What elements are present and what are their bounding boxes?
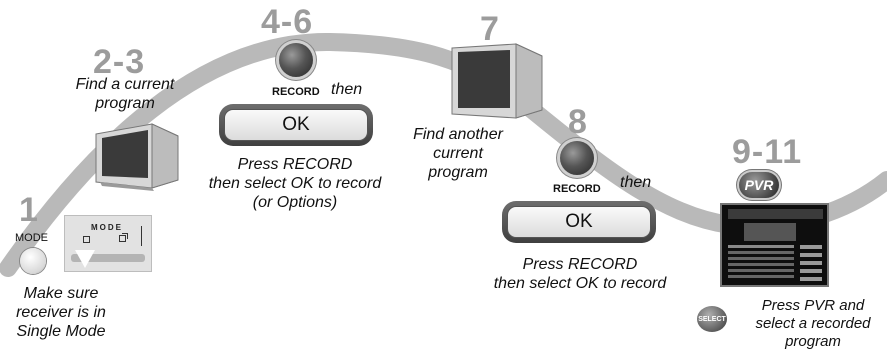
screen-header-bar [728,209,823,219]
caption-find-current: Find a current program [75,76,175,112]
mode-panel-label: MODE [91,223,123,232]
caption-press-record: Press RECORD then select OK to record [493,256,667,292]
screen-list-row [728,245,794,248]
mode-label: MODE [15,232,48,244]
ok-button-1-label: OK [224,109,368,141]
ok-button-1[interactable]: OK [219,104,373,146]
step-number-9-11: 9-11 [732,133,803,171]
mode-divider [141,226,142,246]
mode-slider-pointer [75,250,95,268]
record-button-1[interactable] [279,43,313,77]
screen-side-button [800,253,822,257]
select-button[interactable]: SELECT [697,306,727,332]
step-number-8: 8 [568,103,588,141]
ok-button-2-label: OK [507,206,651,238]
mode-button[interactable] [20,248,46,274]
mode-slider-track [71,254,145,262]
screen-list-row [728,263,794,266]
mode-dual-icon-back [122,233,128,239]
caption-press-record-options: Press RECORD then select OK to record (o… [208,156,382,211]
tv-icon-current [95,123,179,191]
caption-single-mode: Make sure receiver is in Single Mode [16,285,106,340]
tv-icon-another [451,43,543,119]
screen-side-button [800,261,822,265]
step-number-4-6: 4-6 [261,3,314,41]
then-label-1: then [331,81,363,98]
screen-list-row [728,269,794,272]
step-number-2-3: 2-3 [93,43,146,81]
mode-dual-icon [119,235,126,242]
mode-single-icon [83,236,90,243]
screen-side-button [800,245,822,249]
screen-list-row [728,275,794,278]
step-number-7: 7 [480,10,500,48]
caption-press-pvr: Press PVR and select a recorded program [755,297,871,350]
then-label-2: then [620,174,652,191]
caption-find-another: Find another current program [413,126,503,181]
screen-list-row [728,257,794,260]
screen-side-button [800,269,822,273]
screen-side-button [800,277,822,281]
step-number-1: 1 [19,191,39,229]
ok-button-2[interactable]: OK [502,201,656,243]
record-label-1: RECORD [272,86,320,98]
screen-list-row [728,251,794,254]
record-button-2[interactable] [560,141,594,175]
pvr-button[interactable]: PVR [739,172,779,198]
record-label-2: RECORD [553,183,601,195]
screen-info-block [744,223,796,241]
mode-panel: MODE [64,215,152,272]
pvr-events-screen [720,203,829,287]
